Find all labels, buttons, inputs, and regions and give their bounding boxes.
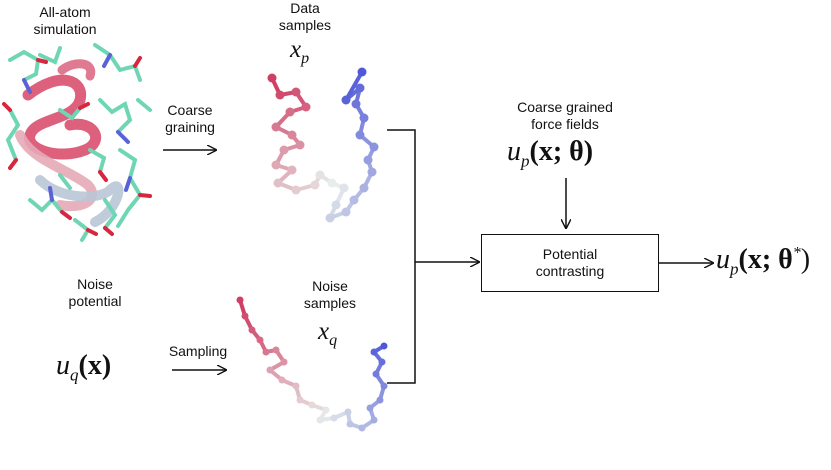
chain-bead: [359, 183, 369, 193]
chain-bead: [310, 180, 320, 190]
chain-bead: [358, 424, 366, 432]
chain-bead: [271, 122, 281, 132]
output-symbol: up(x; θ*): [716, 244, 811, 279]
chain-bead: [271, 160, 281, 170]
chain-bead: [236, 296, 244, 304]
chain-bead: [316, 416, 324, 424]
chain-bead: [295, 140, 305, 150]
chain-bead: [267, 73, 277, 83]
chain-bead: [308, 401, 316, 409]
chain-bead: [241, 312, 249, 320]
noise-potential-symbol: uq(x): [56, 350, 112, 385]
chain-bond: [344, 70, 364, 102]
chain-bead: [287, 165, 297, 175]
chain-bead: [272, 346, 280, 354]
chain-bead: [378, 358, 386, 366]
chain-bead: [296, 396, 304, 404]
chain-bead: [339, 183, 349, 193]
chain-bead: [346, 420, 354, 428]
chain-bead: [380, 342, 388, 350]
chain-bead: [380, 382, 388, 390]
chain-bead: [301, 102, 311, 112]
chain-bead: [330, 414, 338, 422]
chain-bead: [341, 95, 351, 105]
chain-bead: [344, 408, 352, 416]
chain-bead: [315, 170, 325, 180]
chain-bead: [279, 145, 289, 155]
chain-bead: [372, 370, 380, 378]
chain-bead: [376, 396, 384, 404]
chain-bead: [359, 113, 369, 123]
chain-bead: [280, 358, 288, 366]
chain-bead: [266, 366, 274, 374]
chain-bead: [341, 207, 351, 217]
chain-bead: [366, 404, 374, 412]
chain-bead: [370, 416, 378, 424]
chain-bead: [322, 406, 330, 414]
data-samples-symbol: xp: [290, 36, 310, 67]
chain-bead: [275, 90, 285, 100]
chain-bead: [291, 87, 301, 97]
chain-bead: [287, 130, 297, 140]
chain-bead: [370, 348, 378, 356]
chain-bead: [325, 213, 335, 223]
chain-bead: [367, 167, 377, 177]
data-bracket: [387, 129, 416, 384]
chain-bead: [355, 130, 365, 140]
chain-bead: [355, 83, 365, 93]
chain-bead: [256, 336, 264, 344]
force-fields-symbol: up(x; θ): [507, 136, 594, 171]
chain-bead: [357, 67, 367, 77]
chain-bead: [351, 99, 361, 109]
sampling-label: Sampling: [168, 343, 228, 359]
chain-bead: [349, 195, 359, 205]
noise-samples-symbol: xq: [318, 318, 338, 349]
chain-bead: [262, 348, 270, 356]
chain-bead: [327, 178, 337, 188]
chain-bead: [331, 200, 341, 210]
chain-bead: [291, 185, 301, 195]
chain-bead: [273, 178, 283, 188]
chain-bead: [292, 382, 300, 390]
chain-bead: [285, 107, 295, 117]
chain-bead: [369, 142, 379, 152]
chain-bead: [363, 155, 373, 165]
chain-bead: [248, 326, 256, 334]
chain-bead: [278, 376, 286, 384]
